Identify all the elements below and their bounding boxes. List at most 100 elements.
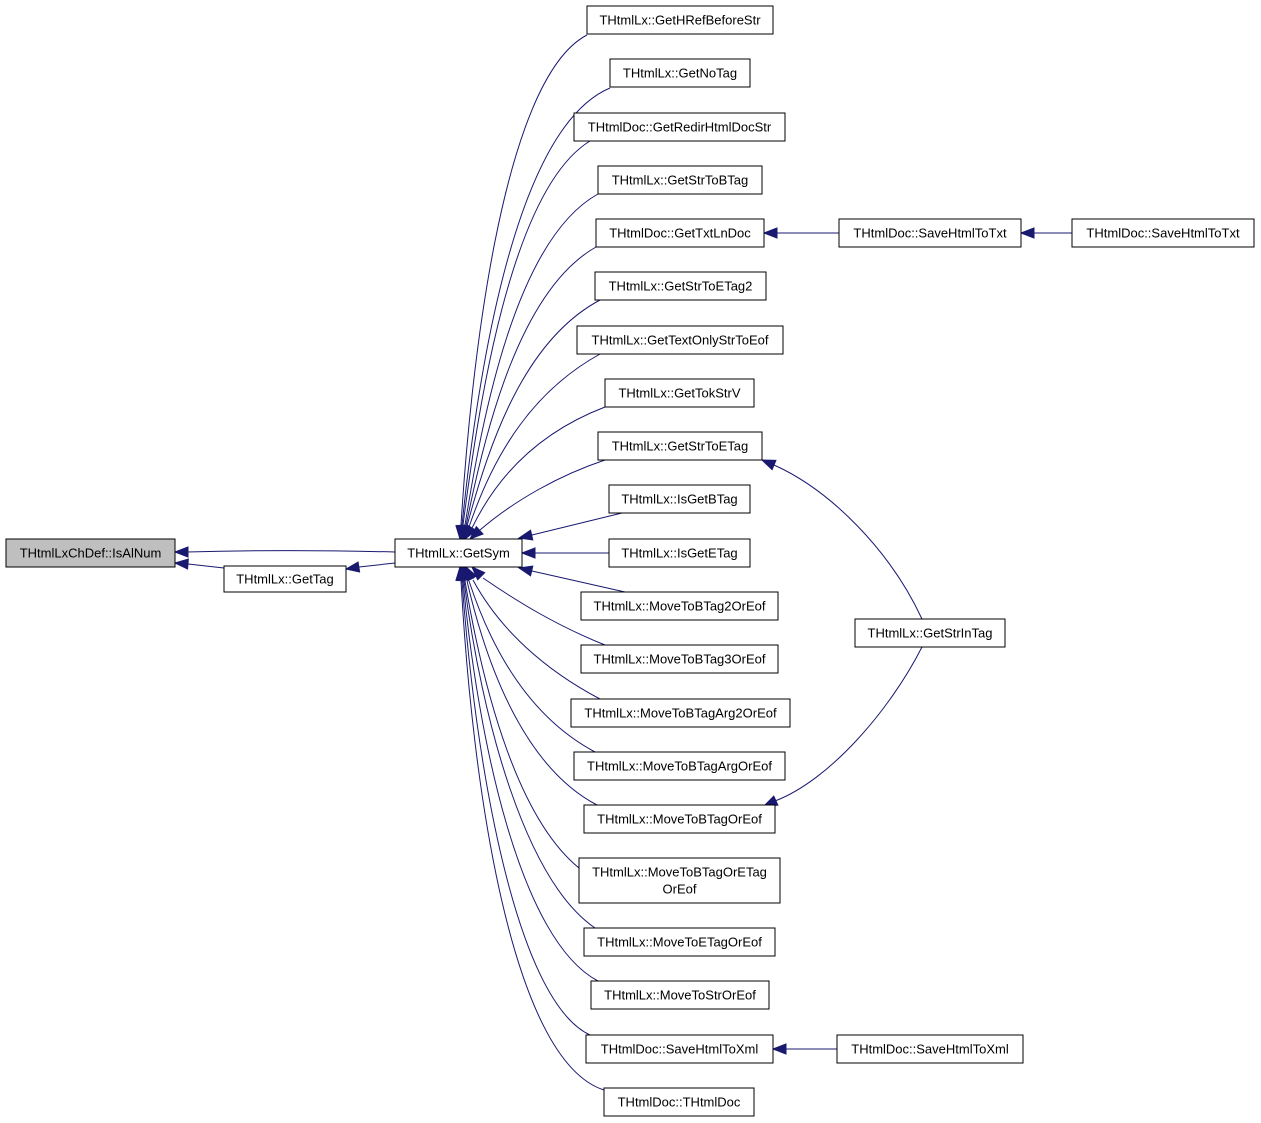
node-box xyxy=(570,698,791,728)
node-mtb[interactable]: THtmlLx::MoveToBTagOrEof xyxy=(583,804,776,834)
arrowhead-icon xyxy=(517,565,534,577)
edge-line xyxy=(462,140,591,526)
edge-line xyxy=(471,406,606,529)
arrowhead-icon xyxy=(517,529,534,541)
node-mtbarg2[interactable]: THtmlLx::MoveToBTagArg2OrEof xyxy=(570,698,791,728)
node-savexml1[interactable]: THtmlDoc::SaveHtmlToXml xyxy=(585,1034,774,1064)
edge-line xyxy=(461,87,611,526)
node-label: THtmlDoc::GetTxtLnDoc xyxy=(609,226,751,241)
node-isalnum[interactable]: THtmlLxChDef::IsAlNum xyxy=(5,538,176,568)
node-getstrtobtag[interactable]: THtmlLx::GetStrToBTag xyxy=(597,165,763,195)
node-getsym[interactable]: THtmlLx::GetSym xyxy=(394,538,523,568)
node-savetxt1[interactable]: THtmlDoc::SaveHtmlToTxt xyxy=(838,218,1022,248)
edge-mte-to-getsym xyxy=(458,565,596,929)
node-label: THtmlDoc::SaveHtmlToTxt xyxy=(1086,226,1240,241)
edge-line xyxy=(468,353,601,528)
node-box xyxy=(838,218,1022,248)
edge-line xyxy=(463,580,596,929)
node-label: THtmlLx::MoveToBTagOrETag xyxy=(592,865,767,880)
node-mte[interactable]: THtmlLx::MoveToETagOrEof xyxy=(583,927,776,957)
node-label: THtmlLxChDef::IsAlNum xyxy=(20,546,162,561)
edge-getstrtobtag-to-getsym xyxy=(459,193,599,541)
node-gettokstrv[interactable]: THtmlLx::GetTokStrV xyxy=(604,378,755,408)
node-box xyxy=(604,378,755,408)
node-mtbarg[interactable]: THtmlLx::MoveToBTagArgOrEof xyxy=(573,751,786,781)
node-label: THtmlLx::MoveToBTagArg2OrEof xyxy=(584,706,777,721)
edge-savexml2-to-savexml1 xyxy=(771,1043,837,1055)
node-ctor[interactable]: THtmlDoc::THtmlDoc xyxy=(603,1087,755,1117)
edge-line xyxy=(461,580,591,1036)
edge-isgetbtag-to-getsym xyxy=(517,512,623,541)
node-label: THtmlLx::MoveToETagOrEof xyxy=(597,935,762,950)
node-label: THtmlLx::GetStrToETag xyxy=(612,439,749,454)
edge-getstrtoetag-to-getsym xyxy=(468,459,606,540)
node-box xyxy=(1071,218,1255,248)
node-box xyxy=(576,325,784,355)
edge-mtb2-to-getsym xyxy=(517,565,626,593)
edge-line xyxy=(482,577,606,646)
node-label: THtmlLx::MoveToBTagArgOrEof xyxy=(587,759,772,774)
node-gettxtlndoc[interactable]: THtmlDoc::GetTxtLnDoc xyxy=(595,218,765,248)
edge-ctor-to-getsym xyxy=(455,565,605,1091)
node-label: THtmlLx::MoveToStrOrEof xyxy=(604,988,756,1003)
node-box xyxy=(590,980,770,1010)
node-isgetetag[interactable]: THtmlLx::IsGetETag xyxy=(608,538,751,568)
node-getstrtoetag[interactable]: THtmlLx::GetStrToETag xyxy=(597,431,763,461)
node-getstrtoetag2[interactable]: THtmlLx::GetStrToETag2 xyxy=(594,271,767,301)
node-box xyxy=(578,857,781,904)
edge-line xyxy=(186,550,396,553)
node-gethref[interactable]: THtmlLx::GetHRefBeforeStr xyxy=(586,5,774,35)
edge-line xyxy=(358,562,396,568)
edges xyxy=(173,34,1072,1091)
edge-line xyxy=(464,193,599,526)
edge-line xyxy=(460,34,588,526)
node-box xyxy=(597,431,763,461)
edge-line xyxy=(774,646,923,802)
node-getnotag[interactable]: THtmlLx::GetNoTag xyxy=(609,58,751,88)
node-gettextonly[interactable]: THtmlLx::GetTextOnlyStrToEof xyxy=(576,325,784,355)
arrowhead-icon xyxy=(173,546,189,558)
arrowhead-icon xyxy=(760,459,777,471)
node-box xyxy=(603,1087,755,1117)
node-getstrintag[interactable]: THtmlLx::GetStrInTag xyxy=(854,618,1006,648)
node-box xyxy=(836,1034,1024,1064)
node-isgetbtag[interactable]: THtmlLx::IsGetBTag xyxy=(608,484,751,514)
node-label: THtmlLx::MoveToBTagOrEof xyxy=(597,812,762,827)
edge-getsym-to-gettag xyxy=(344,561,396,573)
edge-mtbarg2-to-getsym xyxy=(465,565,601,700)
node-label: THtmlLx::GetTextOnlyStrToEof xyxy=(592,333,769,348)
node-label: THtmlDoc::SaveHtmlToXml xyxy=(601,1042,759,1057)
edge-savetxt2-to-savetxt1 xyxy=(1019,227,1072,239)
node-box xyxy=(573,112,786,142)
node-label: THtmlLx::IsGetBTag xyxy=(621,492,737,507)
edge-line xyxy=(466,580,598,806)
node-box xyxy=(585,1034,774,1064)
arrowhead-icon xyxy=(344,561,361,573)
node-label: THtmlLx::GetTokStrV xyxy=(618,386,740,401)
node-box xyxy=(597,165,763,195)
node-mtb3[interactable]: THtmlLx::MoveToBTag3OrEof xyxy=(580,644,779,674)
node-box xyxy=(608,484,751,514)
node-label: THtmlLx::MoveToBTag3OrEof xyxy=(594,652,766,667)
node-savetxt2[interactable]: THtmlDoc::SaveHtmlToTxt xyxy=(1071,218,1255,248)
node-getredir[interactable]: THtmlDoc::GetRedirHtmlDocStr xyxy=(573,112,786,142)
edge-line xyxy=(479,459,606,531)
arrowhead-icon xyxy=(520,547,536,559)
node-mts[interactable]: THtmlLx::MoveToStrOrEof xyxy=(590,980,770,1010)
arrowhead-icon xyxy=(173,558,189,570)
node-label: THtmlLx::GetSym xyxy=(407,546,510,561)
node-mtb2[interactable]: THtmlLx::MoveToBTag2OrEof xyxy=(580,591,779,621)
edge-line xyxy=(464,580,580,869)
node-box xyxy=(854,618,1006,648)
node-label: THtmlLx::MoveToBTag2OrEof xyxy=(594,599,766,614)
node-box xyxy=(223,565,347,593)
node-savexml2[interactable]: THtmlDoc::SaveHtmlToXml xyxy=(836,1034,1024,1064)
edge-gettokstrv-to-getsym xyxy=(464,406,606,541)
arrowhead-icon xyxy=(455,565,467,581)
node-gettag[interactable]: THtmlLx::GetTag xyxy=(223,565,347,593)
node-label: THtmlLx::IsGetETag xyxy=(621,546,737,561)
edge-line xyxy=(472,579,601,700)
node-box xyxy=(5,538,176,568)
